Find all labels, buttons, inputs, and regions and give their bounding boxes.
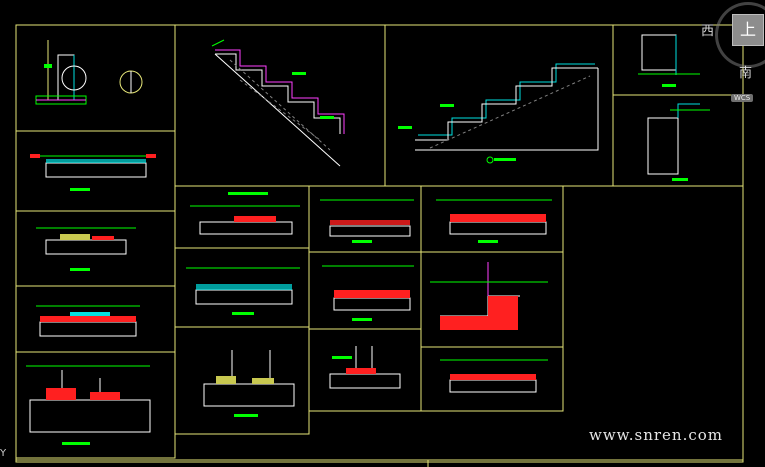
ucs-y-axis-label: Y — [0, 448, 7, 459]
detail-mid-a — [190, 192, 300, 235]
detail-stair-section-2 — [398, 63, 599, 164]
detail-mid-b — [186, 267, 300, 315]
detail-mid-c — [203, 350, 295, 417]
detail-edge-section — [26, 365, 151, 445]
detail-paving-section-a — [30, 154, 156, 191]
detail-panels-grid — [15, 24, 744, 459]
viewcube-west-label[interactable]: 西 — [701, 24, 715, 39]
viewcube-top-face[interactable]: 上 — [732, 14, 764, 46]
detail-col4-a — [436, 199, 552, 243]
detail-col3-b — [322, 265, 414, 321]
detail-paving-section-c — [36, 305, 140, 337]
viewcube-south-label[interactable]: 南 — [739, 66, 753, 81]
detail-col4-b — [430, 262, 548, 330]
viewcube-compass-ring[interactable] — [715, 2, 765, 68]
detail-col4-c — [440, 359, 548, 393]
watermark-text: www.snren.com — [589, 426, 723, 444]
detail-col3-c — [329, 346, 401, 389]
detail-corner-top-right — [638, 34, 710, 181]
wcs-menu-button[interactable]: WCS — [731, 94, 754, 102]
detail-paving-section-b — [36, 227, 136, 271]
detail-stair-section-1 — [211, 39, 345, 167]
viewcube[interactable]: 西 上 南 WCS — [697, 2, 765, 106]
detail-wall-joint — [35, 40, 143, 105]
detail-col3-a — [320, 199, 414, 243]
